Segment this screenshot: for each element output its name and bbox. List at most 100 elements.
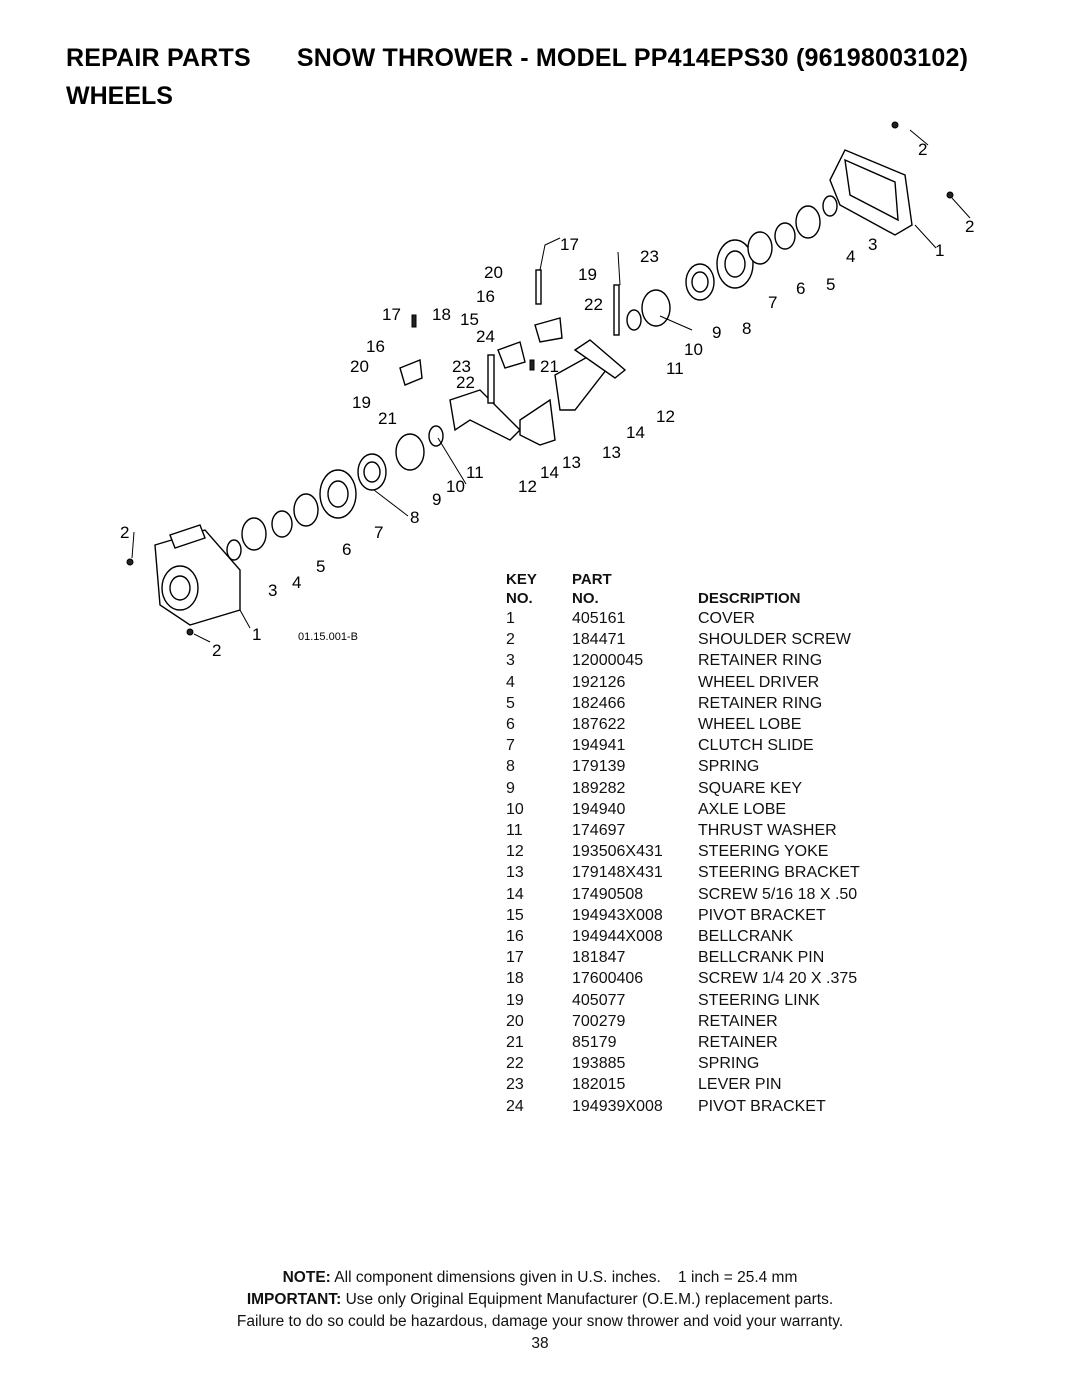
leader-lines (131, 129, 971, 643)
description-header: DESCRIPTION (698, 590, 801, 607)
callout-20-left: 20 (350, 357, 369, 376)
key-cell: 13 (506, 864, 524, 882)
key-cell: 23 (506, 1076, 524, 1094)
note-line: NOTE: All component dimensions given in … (0, 1269, 1080, 1287)
left-drive-stack-drawing (226, 425, 444, 561)
part-header-line1: PART (572, 571, 612, 588)
description-cell: THRUST WASHER (698, 822, 837, 840)
callout-19-left: 19 (352, 393, 371, 412)
description-cell: RETAINER RING (698, 694, 823, 712)
part-number-cell: 184471 (572, 631, 626, 649)
description-cell: STEERING LINK (698, 991, 820, 1009)
callout-16-top: 16 (476, 287, 495, 306)
part-number-cell: 194941 (572, 737, 626, 755)
table-row: 1 405161 COVER (506, 608, 898, 629)
callout-20-top: 20 (484, 263, 503, 282)
callout-13-right: 13 (602, 443, 621, 462)
left-cover-drawing (154, 524, 241, 626)
table-row: 11 174697 THRUST WASHER (506, 820, 898, 841)
part-number-cell: 405077 (572, 991, 626, 1009)
part-number-cell: 405161 (572, 610, 626, 627)
callout-6-left: 6 (342, 540, 351, 559)
callout-1-left: 1 (252, 625, 261, 644)
callout-labels: 2 2 1 3 4 5 6 7 8 9 10 11 12 14 13 13 14… (120, 140, 974, 660)
callout-8-left: 8 (410, 508, 419, 527)
part-number-cell: 187622 (572, 716, 626, 734)
callout-2-left-upper: 2 (120, 523, 129, 542)
callout-4-right: 4 (846, 247, 855, 266)
description-cell: RETAINER RING (698, 652, 823, 670)
key-cell: 24 (506, 1097, 524, 1115)
part-number-cell: 194944X008 (572, 928, 663, 946)
part-number-cell: 12000045 (572, 652, 644, 670)
key-cell: 11 (506, 822, 523, 840)
callout-15: 15 (460, 310, 479, 329)
important-text: Use only Original Equipment Manufacturer… (345, 1291, 834, 1308)
callout-2-left-lower: 2 (212, 641, 221, 660)
repair-parts-heading: REPAIR PARTS (66, 44, 251, 72)
key-cell: 5 (506, 694, 515, 712)
key-cell: 1 (506, 610, 515, 627)
model-number: PP414EPS30 (633, 44, 789, 72)
part-number-cell: 194940 (572, 800, 626, 818)
part-number-cell: 17600406 (572, 970, 644, 988)
callout-14-right: 14 (626, 423, 645, 442)
description-cell: SCREW 1/4 20 X .375 (698, 970, 858, 988)
callout-21-left: 21 (378, 409, 397, 428)
section-title: WHEELS (66, 82, 173, 110)
callout-18: 18 (432, 305, 451, 324)
callout-2-top: 2 (918, 140, 927, 159)
callout-24: 24 (476, 327, 495, 346)
description-cell: SCREW 5/16 18 X .50 (698, 885, 858, 903)
callout-22-top: 22 (584, 295, 603, 314)
callout-10-right: 10 (684, 340, 703, 359)
description-cell: PIVOT BRACKET (698, 1097, 826, 1115)
description-cell: WHEEL DRIVER (698, 673, 820, 691)
page-number: 38 (531, 1335, 549, 1352)
description-cell: STEERING BRACKET (698, 864, 860, 882)
key-cell: 17 (506, 949, 524, 967)
steering-linkage-drawing (399, 269, 627, 446)
callout-9-right: 9 (712, 323, 721, 342)
description-cell: SHOULDER SCREW (698, 631, 851, 649)
callout-17-top: 17 (560, 235, 579, 254)
important-label: IMPORTANT: (246, 1291, 342, 1308)
description-cell: COVER (698, 610, 755, 627)
description-cell: SPRING (698, 1055, 760, 1073)
key-cell: 16 (506, 928, 524, 946)
description-cell: PIVOT BRACKET (698, 906, 826, 924)
callout-3-right: 3 (868, 235, 877, 254)
callout-23-left: 23 (452, 357, 471, 376)
callout-5-left: 5 (316, 557, 325, 576)
drawing-reference: 01.15.001-B (298, 631, 358, 643)
callout-12-right: 12 (656, 407, 675, 426)
key-cell: 18 (506, 970, 524, 988)
key-cell: 7 (506, 737, 515, 755)
description-cell: STEERING YOKE (698, 843, 829, 861)
callout-17-left: 17 (382, 305, 401, 324)
part-number-cell: 17490508 (572, 885, 644, 903)
key-header-line2: NO. (506, 590, 533, 607)
part-number-cell: 174697 (572, 822, 626, 840)
callout-12-mid: 12 (518, 477, 537, 496)
warning-line: Failure to do so could be hazardous, dam… (236, 1313, 844, 1330)
description-cell: SPRING (698, 758, 760, 776)
key-header-line1: KEY (506, 571, 537, 588)
key-cell: 4 (506, 673, 515, 691)
table-row: 18 17600406 SCREW 1/4 20 X .375 (506, 968, 898, 989)
screws-drawing (126, 121, 954, 636)
